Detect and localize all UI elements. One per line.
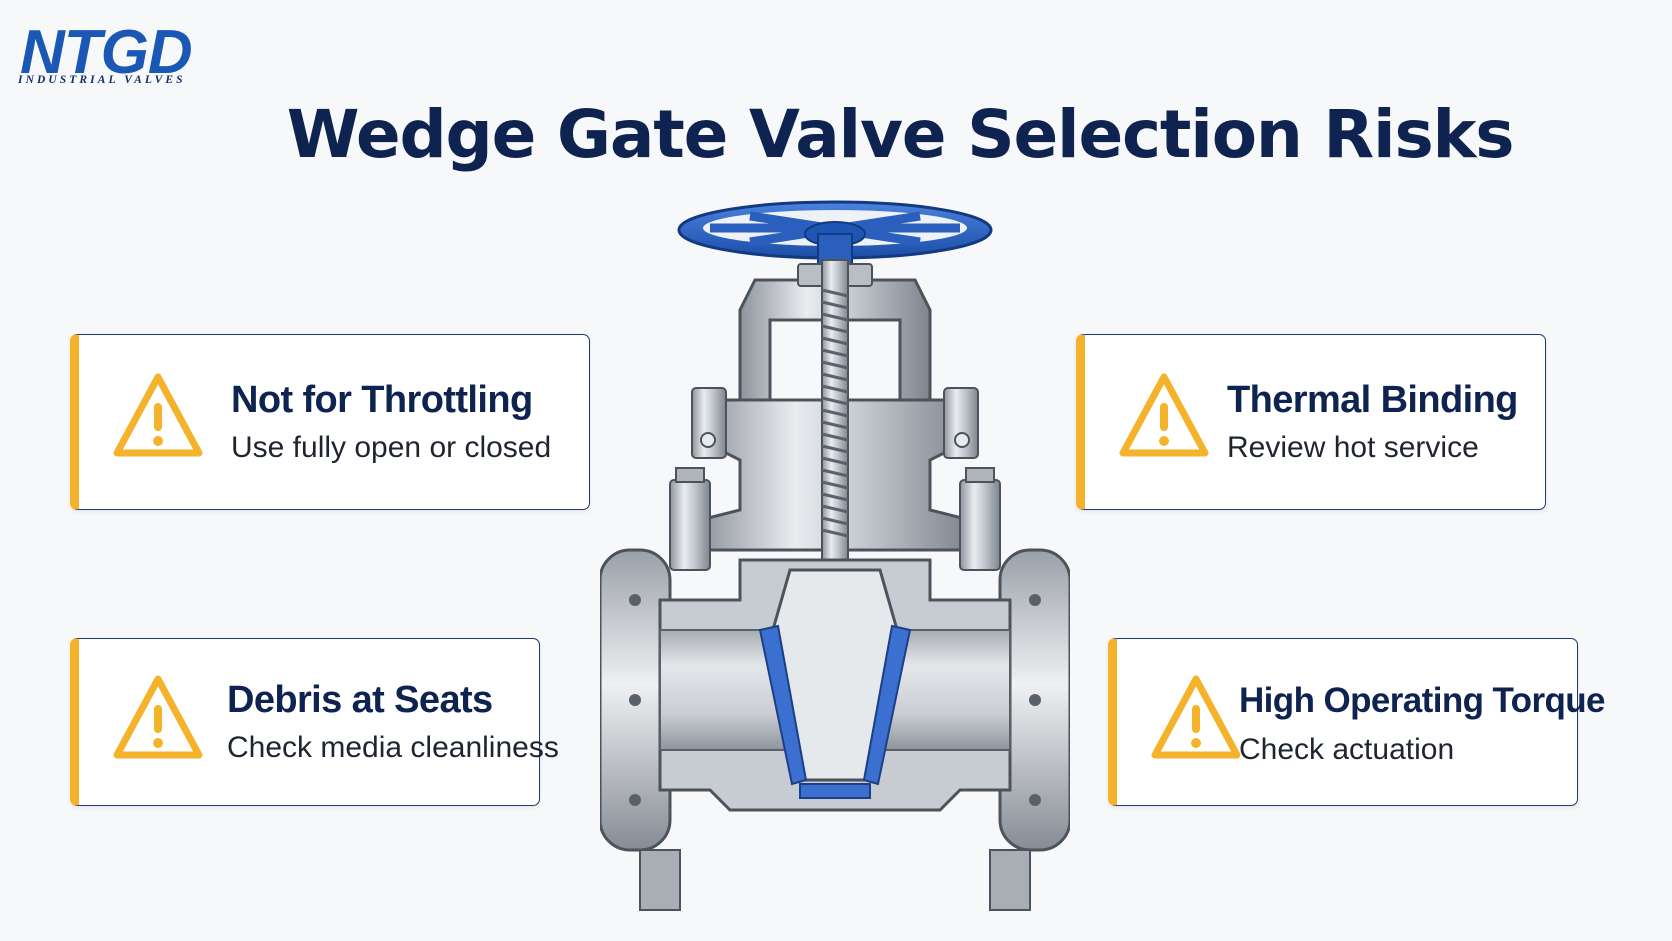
risk-subtitle: Review hot service <box>1227 431 1479 464</box>
page-title: Wedge Gate Valve Selection Risks <box>286 96 1515 173</box>
warning-icon <box>1119 373 1209 457</box>
risk-subtitle: Check actuation <box>1239 733 1455 766</box>
gate-valve-illustration <box>600 200 1070 911</box>
logo-text: NTGD <box>20 18 193 87</box>
risk-card-thermal-binding: Thermal Binding Review hot service <box>1076 334 1546 510</box>
handwheel <box>677 200 993 265</box>
warning-icon <box>113 675 203 759</box>
risk-subtitle: Use fully open or closed <box>231 431 552 464</box>
wedge-gate <box>758 568 912 799</box>
risk-title: High Operating Torque <box>1239 681 1606 720</box>
logo-subtitle: INDUSTRIAL VALVES <box>18 74 186 86</box>
yoke <box>738 263 932 418</box>
risk-card-debris: Debris at Seats Check media cleanliness <box>70 638 559 806</box>
risk-card-torque: High Operating Torque Check actuation <box>1108 638 1606 806</box>
risk-subtitle: Check media cleanliness <box>227 731 559 764</box>
warning-icon <box>1151 675 1241 759</box>
brand-logo: NTGD INDUSTRIAL VALVES <box>14 22 214 92</box>
risk-title: Debris at Seats <box>227 679 493 721</box>
valve-stem <box>821 259 849 581</box>
risk-title: Not for Throttling <box>231 379 533 421</box>
risk-card-throttling: Not for Throttling Use fully open or clo… <box>70 334 590 510</box>
risk-title: Thermal Binding <box>1227 379 1518 421</box>
warning-icon <box>113 373 203 457</box>
